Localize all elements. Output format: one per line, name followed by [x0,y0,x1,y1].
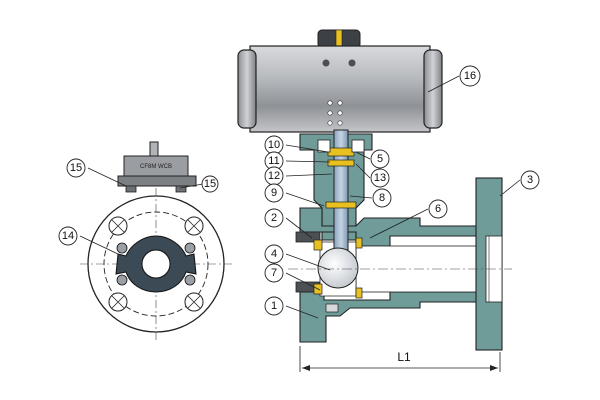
section-view: L1 [237,29,512,372]
callout-14: 14 [58,226,78,246]
callout-8: 8 [372,188,392,208]
ball [317,247,359,289]
callout-3: 3 [520,170,540,190]
svg-text:10: 10 [268,139,280,151]
svg-text:16: 16 [464,70,476,82]
callout-2: 2 [264,208,284,228]
hub-with-ears [115,235,197,293]
svg-text:14: 14 [62,230,74,242]
callout-12: 12 [264,166,284,186]
svg-text:12: 12 [268,170,280,182]
svg-text:3: 3 [527,174,533,186]
end-view: CF8M WCB [80,141,232,340]
body-marking: CF8M WCB [140,164,172,170]
gland-seal [327,147,355,157]
leader-lines [79,75,521,319]
thrust-washer [325,201,357,209]
svg-text:5: 5 [377,153,383,165]
callouts: 15 15 14 16 10 11 [58,65,540,316]
svg-text:8: 8 [379,192,385,204]
svg-text:15: 15 [70,162,82,174]
dimension-L1: L1 [299,346,501,372]
svg-text:1: 1 [271,300,277,312]
callout-5: 5 [370,149,390,169]
svg-text:15: 15 [204,178,216,190]
svg-text:13: 13 [374,172,386,184]
seat-upper [313,239,323,251]
callout-16: 16 [459,65,481,87]
svg-text:2: 2 [271,212,277,224]
mounting-bracket: CF8M WCB [117,141,197,193]
callout-6: 6 [428,199,448,219]
callout-4: 4 [264,244,284,264]
svg-text:9: 9 [271,187,277,199]
svg-text:4: 4 [271,248,277,260]
callout-10: 10 [264,135,284,155]
body-bolt [325,303,339,313]
callout-15-left: 15 [66,158,86,178]
callout-13: 13 [370,168,390,188]
callout-9: 9 [264,183,284,203]
svg-text:11: 11 [268,155,279,167]
pneumatic-actuator [237,29,443,133]
callout-1: 1 [264,296,284,316]
actuator-end-cap-left [237,49,257,129]
actuator-body [249,45,431,133]
svg-text:7: 7 [271,267,277,279]
callout-7: 7 [264,263,284,283]
right-flange [475,177,503,351]
bolt-holes [108,216,204,312]
stem-packing [327,159,355,167]
callout-15-right: 15 [201,175,219,193]
svg-text:6: 6 [435,203,441,215]
dimension-label: L1 [397,350,411,364]
